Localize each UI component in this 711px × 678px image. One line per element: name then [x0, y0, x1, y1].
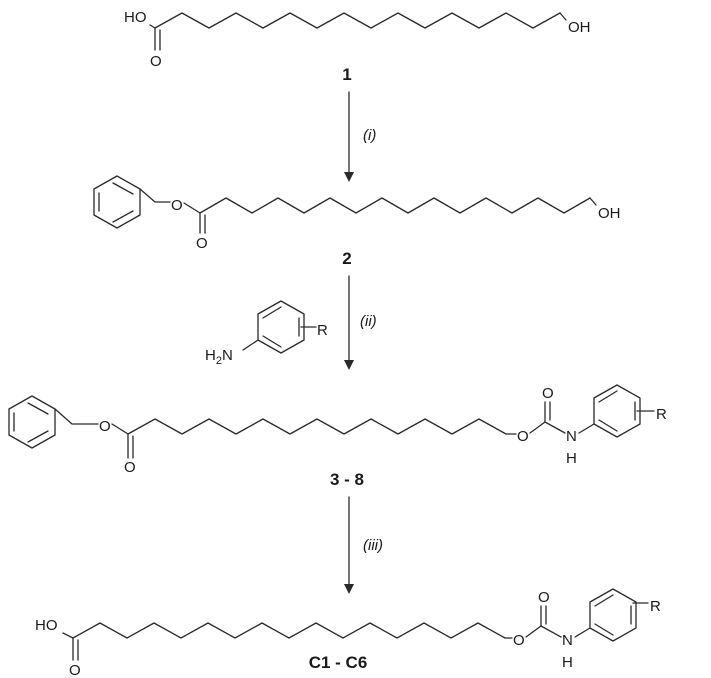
atom-o: O [542, 385, 554, 402]
bond [559, 12, 567, 21]
atom-n: N [566, 428, 577, 445]
atom-o: O [538, 589, 550, 606]
atom-r: R [650, 598, 661, 615]
chain-bonds [199, 197, 591, 214]
compound-label-2: 2 [342, 249, 351, 268]
atom-ho: HO [35, 617, 58, 634]
molecule-2: O O OH [93, 175, 621, 252]
atom-r: R [656, 406, 667, 423]
condition-i: (i) [363, 127, 376, 144]
molecule-1: HO OH O [124, 9, 591, 70]
atom-h: H [566, 450, 577, 467]
atom-oh: OH [598, 205, 621, 222]
condition-ii: (ii) [360, 313, 377, 330]
atom-h: H [562, 654, 573, 671]
bond [183, 202, 201, 214]
atom-o: O [124, 459, 136, 476]
atom-o: O [196, 235, 208, 252]
aniline-reagent: H2N R [205, 300, 328, 367]
subscript-2: 2 [216, 355, 222, 367]
benzyl-bonds [139, 188, 171, 203]
benzene-ring [8, 395, 56, 449]
molecule-c1-c6: HO O O O N H R [35, 588, 661, 678]
molecule-3-8: O O O O N H R [8, 384, 667, 476]
svg-text:H2N: H2N [205, 347, 233, 367]
chain-bonds [154, 12, 561, 29]
bond [149, 24, 156, 29]
chain-bonds [127, 418, 507, 435]
atom-oh: OH [568, 19, 591, 36]
atom-o: O [69, 662, 81, 678]
atom-o: O [99, 418, 111, 435]
benzene-ring [93, 175, 141, 229]
compound-label-3-8: 3 - 8 [330, 470, 364, 489]
compound-label-c1-c6: C1 - C6 [309, 653, 368, 672]
atom-n: N [222, 347, 233, 364]
compound-label-1: 1 [342, 65, 351, 84]
atom-n: N [562, 632, 573, 649]
condition-iii: (iii) [363, 537, 383, 554]
atom-o: O [171, 197, 183, 214]
atom-ho: HO [124, 9, 147, 26]
atom-h: H [205, 347, 216, 364]
atom-o: O [513, 632, 525, 649]
atom-r: R [317, 322, 328, 339]
bond [589, 197, 597, 206]
chain-bonds [72, 622, 506, 639]
atom-o: O [150, 53, 162, 70]
benzene-ring [257, 300, 305, 354]
benzene-ring [593, 384, 641, 438]
atom-o: O [517, 428, 529, 445]
benzene-ring [589, 588, 637, 642]
